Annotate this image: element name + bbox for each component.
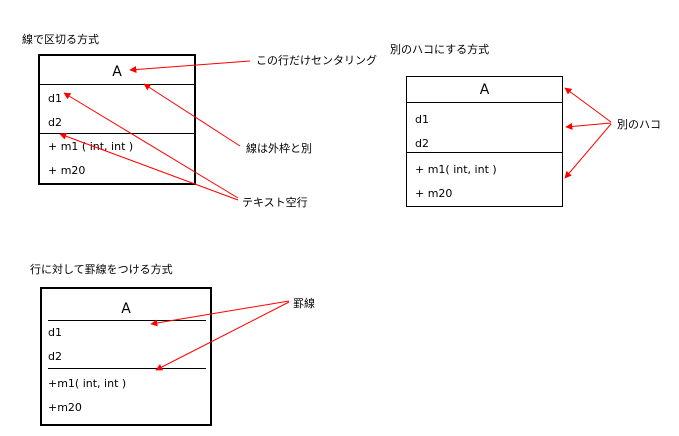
annotation-outer-frame: 線は外枠と別: [246, 142, 312, 155]
operation-m1: +m1( int, int ): [48, 377, 127, 390]
arrow-ruled-line-2: [155, 301, 290, 371]
arrow-text-blank-1: [63, 92, 239, 199]
attribute-d1: d1: [415, 113, 429, 126]
annotation-text-blank: テキスト空行: [242, 196, 308, 209]
caption-separate-box: 別のハコにする方式: [390, 43, 490, 56]
class-name: A: [479, 82, 490, 98]
attribute-d1: d1: [48, 92, 62, 105]
class-name: A: [121, 301, 131, 317]
annotation-ruled-line: 罫線: [293, 297, 315, 310]
ruled-line: [48, 320, 206, 321]
operation-m20: + m20: [48, 164, 86, 177]
attribute-d1: d1: [48, 326, 62, 339]
compartment-divider: [40, 84, 194, 85]
operation-m1: + m1( int, int ): [415, 163, 497, 176]
caption-row-ruled: 行に対して罫線をつける方式: [30, 263, 173, 276]
annotation-separate-box: 別のハコ: [617, 118, 661, 131]
class-name: A: [112, 64, 122, 80]
arrow-ruled-line-1: [150, 300, 290, 327]
compartment-divider: [40, 133, 194, 134]
class-box-attributes: d1 d2: [406, 102, 563, 153]
attribute-d2: d2: [415, 137, 429, 150]
arrow-text-blank-2: [59, 132, 239, 201]
arrow-center-row: [129, 60, 251, 74]
operation-m20: + m20: [415, 187, 453, 200]
arrow-separate-box-3: [564, 123, 612, 179]
attribute-d2: d2: [48, 116, 62, 129]
arrow-separate-box-2: [565, 122, 612, 130]
annotation-center-row: この行だけセンタリング: [256, 54, 377, 67]
attribute-d2: d2: [48, 350, 62, 363]
class-box-name: A: [406, 76, 563, 104]
operation-m1: + m1 ( int, int ): [48, 140, 134, 153]
caption-line-separated: 線で区切る方式: [22, 33, 99, 46]
operation-m20: +m20: [48, 401, 82, 414]
arrow-outer-frame: [143, 83, 241, 147]
class-box-line-separated: A d1 d2 + m1 ( int, int ) + m20: [38, 54, 196, 185]
arrow-separate-box-1: [564, 87, 612, 123]
class-box-operations: + m1( int, int ) + m20: [406, 152, 563, 207]
ruled-line: [48, 368, 206, 369]
